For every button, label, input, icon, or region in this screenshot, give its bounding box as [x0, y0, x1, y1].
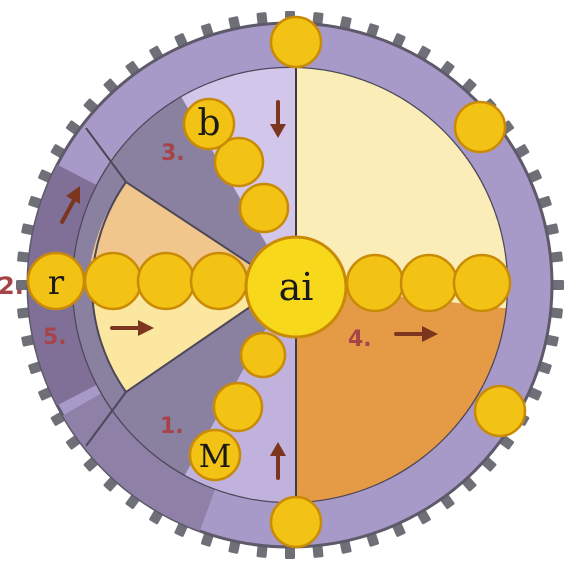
center-label: ai — [279, 265, 314, 309]
rim-bead-bottom — [271, 497, 321, 547]
bead-label-left: r — [48, 263, 65, 303]
rim-bead-upper-right — [455, 102, 505, 152]
bead — [454, 255, 510, 311]
bead — [138, 253, 194, 309]
bead — [347, 255, 403, 311]
step-label-5: 5. — [43, 325, 67, 350]
bead-label-top: b — [197, 103, 220, 144]
step-label-3: 3. — [161, 141, 185, 166]
rim-bead-lower-right — [475, 386, 525, 436]
bead — [85, 253, 141, 309]
bead — [401, 255, 457, 311]
bead — [241, 333, 285, 377]
bead — [240, 184, 288, 232]
bead — [191, 253, 247, 309]
step-label-4: 4. — [348, 327, 372, 352]
bead — [214, 383, 262, 431]
bead-label-bottom: M — [199, 437, 232, 475]
step-label-2: 2. — [0, 272, 24, 300]
step-label-1: 1. — [160, 414, 184, 439]
rim-bead-top — [271, 17, 321, 67]
